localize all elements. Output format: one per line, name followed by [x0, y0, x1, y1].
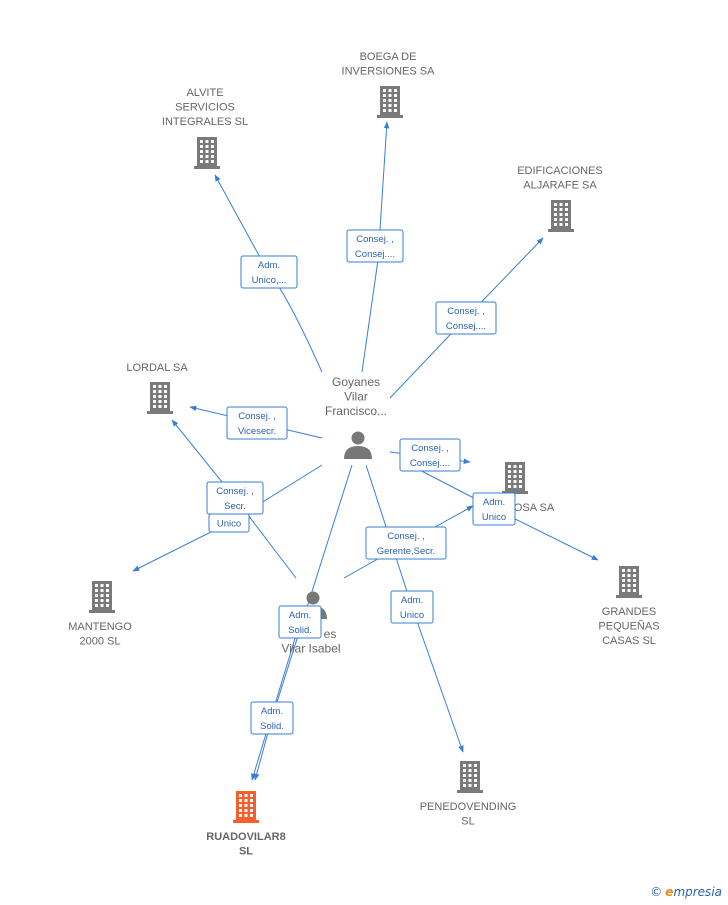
relation-label-goyanes-osa[interactable]: Consej. , Consej....: [399, 438, 461, 472]
relation-label-isabel-ruadovilar[interactable]: Adm. Solid.: [278, 605, 322, 639]
relation-role-text: Adm.: [289, 610, 311, 621]
relation-role-text: Solid.: [288, 625, 312, 636]
relation-role-text: Consej. ,: [356, 234, 394, 245]
relation-label-goyanes-grandes[interactable]: Adm. Unico: [472, 492, 516, 526]
relation-role-text: Consej. ,: [387, 531, 425, 542]
person-label-goyanes[interactable]: Goyanes: [332, 375, 380, 389]
relation-role-text: Secr.: [224, 501, 246, 512]
company-label-alvite[interactable]: ALVITE: [186, 87, 223, 99]
relation-role-text: Consej....: [446, 321, 486, 332]
relation-edge-isabel-ruadovilar: [251, 614, 313, 781]
person-label-isabel[interactable]: es: [324, 627, 337, 641]
relation-role-text: Consej. ,: [216, 486, 254, 497]
relation-role-text: Gerente,Secr.: [377, 546, 436, 557]
company-node-boega[interactable]: BOEGA DE INVERSIONES SA: [342, 51, 436, 118]
company-node-alvite[interactable]: ALVITE SERVICIOS INTEGRALES SL: [162, 87, 248, 169]
company-label-mantengo[interactable]: 2000 SL: [80, 636, 121, 648]
building-icon: [194, 137, 220, 169]
company-label-edificaciones[interactable]: ALJARAFE SA: [523, 180, 597, 192]
company-label-osa[interactable]: OSA SA: [514, 502, 555, 514]
relation-role-text: Adm.: [258, 260, 280, 271]
relation-role-text: Vicesecr.: [238, 426, 276, 437]
person-node-goyanes[interactable]: GoyanesVilarFrancisco...: [325, 375, 387, 459]
relation-role-text: Adm.: [261, 706, 283, 717]
relation-label-isabel-lordal[interactable]: Consej. , Secr.: [206, 481, 264, 515]
relation-label-goyanes-penedovending[interactable]: Adm. Unico: [390, 590, 434, 624]
building-icon: [147, 382, 173, 414]
company-node-mantengo[interactable]: MANTENGO 2000 SL: [68, 581, 132, 648]
relation-label-goyanes-lordal[interactable]: Consej. , Vicesecr.: [226, 406, 288, 440]
empresia-logo[interactable]: ©empresia: [650, 885, 722, 899]
relation-role-text: Unico: [217, 519, 241, 530]
company-label-lordal[interactable]: LORDAL SA: [126, 362, 188, 374]
company-label-boega[interactable]: INVERSIONES SA: [342, 66, 436, 78]
company-node-penedovending[interactable]: PENEDOVENDING SL: [420, 761, 517, 828]
building-icon: [616, 566, 642, 598]
company-label-grandes[interactable]: GRANDES: [602, 606, 656, 618]
relation-label-goyanes-boega[interactable]: Consej. , Consej....: [346, 229, 404, 263]
person-label-goyanes[interactable]: Vilar: [344, 390, 368, 404]
company-label-ruadovilar[interactable]: SL: [239, 846, 253, 858]
company-label-alvite[interactable]: SERVICIOS: [175, 102, 235, 114]
relation-role-text: Consej. ,: [447, 306, 485, 317]
building-icon: [502, 462, 528, 494]
person-icon: [344, 431, 372, 459]
company-label-penedovending[interactable]: PENEDOVENDING: [420, 801, 517, 813]
company-label-grandes[interactable]: CASAS SL: [602, 635, 656, 647]
relation-role-text: Consej. ,: [238, 411, 276, 422]
relation-role-text: Adm.: [483, 497, 505, 508]
company-label-penedovending[interactable]: SL: [461, 816, 474, 828]
relation-role-text: Adm.: [401, 595, 423, 606]
relation-label-goyanes-edificaciones[interactable]: Consej. , Consej....: [435, 301, 497, 335]
company-label-edificaciones[interactable]: EDIFICACIONES: [517, 165, 603, 177]
brand-initial: e: [665, 885, 674, 899]
relation-label-goyanes-alvite[interactable]: Adm. Unico,...: [240, 255, 298, 289]
copyright-symbol: ©: [650, 885, 663, 899]
relation-role-text: Consej....: [355, 249, 395, 260]
company-node-osa[interactable]: OSA SA: [502, 462, 555, 514]
company-label-ruadovilar[interactable]: RUADOVILAR8: [206, 831, 285, 843]
building-icon: [233, 791, 259, 823]
person-label-isabel[interactable]: Vilar Isabel: [281, 642, 340, 656]
relation-label-goyanes-mantengo[interactable]: Unico: [208, 513, 250, 533]
relation-role-text: Solid.: [260, 721, 284, 732]
relation-role-text: Consej....: [410, 458, 450, 469]
relation-role-text: Consej. ,: [411, 443, 449, 454]
building-icon: [89, 581, 115, 613]
person-label-goyanes[interactable]: Francisco...: [325, 404, 387, 418]
company-node-lordal[interactable]: LORDAL SA: [126, 362, 188, 414]
building-icon: [457, 761, 483, 793]
relation-role-text: Unico: [482, 512, 506, 523]
company-label-alvite[interactable]: INTEGRALES SL: [162, 116, 248, 128]
building-icon: [377, 86, 403, 118]
brand-name: mpresia: [673, 885, 722, 899]
relation-role-text: Unico,...: [252, 275, 287, 286]
company-label-grandes[interactable]: PEQUEÑAS: [598, 620, 659, 633]
company-node-edificaciones[interactable]: EDIFICACIONES ALJARAFE SA: [517, 165, 603, 232]
building-icon: [548, 200, 574, 232]
company-label-mantengo[interactable]: MANTENGO: [68, 621, 132, 633]
relation-label-goyanes-ruadovilar[interactable]: Adm. Solid.: [250, 701, 294, 735]
company-node-grandes[interactable]: GRANDES PEQUEÑAS CASAS SL: [598, 566, 660, 647]
relation-label-isabel-osa[interactable]: Consej. , Gerente,Secr.: [365, 526, 447, 560]
company-label-boega[interactable]: BOEGA DE: [360, 51, 417, 63]
relation-role-text: Unico: [400, 610, 424, 621]
